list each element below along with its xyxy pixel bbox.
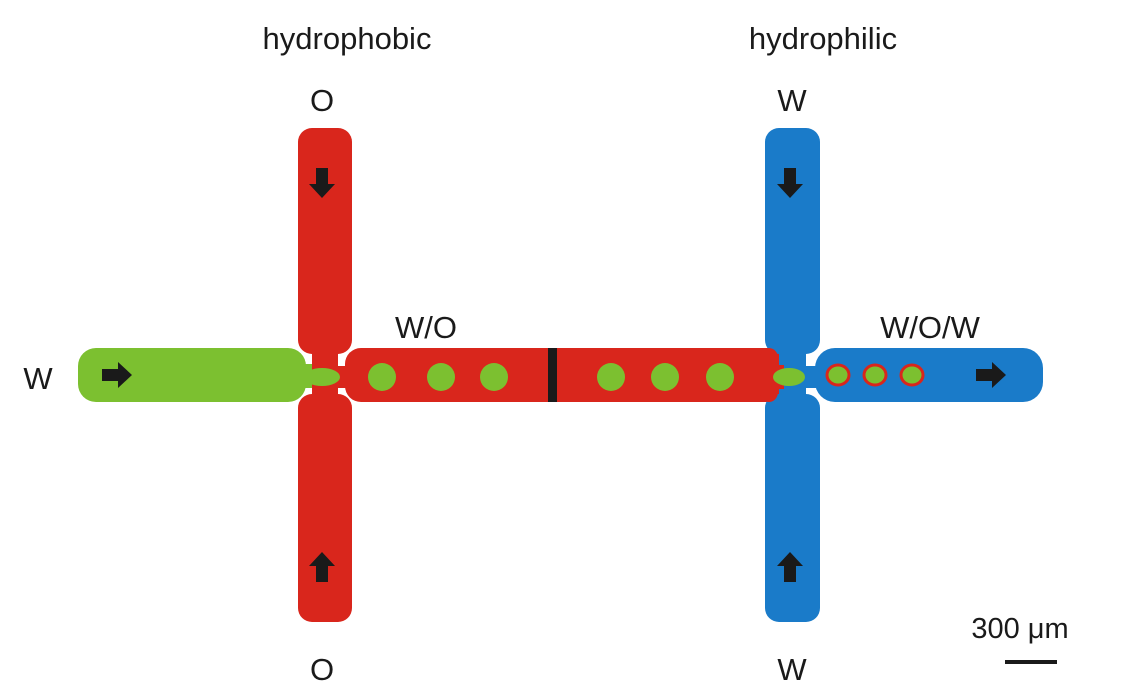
scale-bar [1005,660,1057,664]
wow-label: W/O/W [880,310,981,345]
droplet [651,363,679,391]
double-droplet [825,363,851,387]
wow-droplets [825,363,925,387]
droplet [597,363,625,391]
double-droplet [862,363,888,387]
water-plug-1 [304,368,340,386]
hydrophilic-label: hydrophilic [749,21,897,56]
water-main-inlet-label: W [23,361,53,396]
water-plug-2 [773,368,805,386]
droplet [368,363,396,391]
channel-divider [548,348,557,402]
double-droplet [899,363,925,387]
oil-inlet-top-label: O [310,83,334,118]
droplet [706,363,734,391]
scale-label: 300 μm [971,613,1068,645]
wo-label: W/O [395,310,457,345]
wo-droplets [368,363,734,391]
hydrophobic-label: hydrophobic [263,21,432,56]
water-inlet-bottom-label: W [777,652,807,687]
water-inlet-top-label: W [777,83,807,118]
oil-inlet-bottom-label: O [310,652,334,687]
droplet [427,363,455,391]
droplet [480,363,508,391]
